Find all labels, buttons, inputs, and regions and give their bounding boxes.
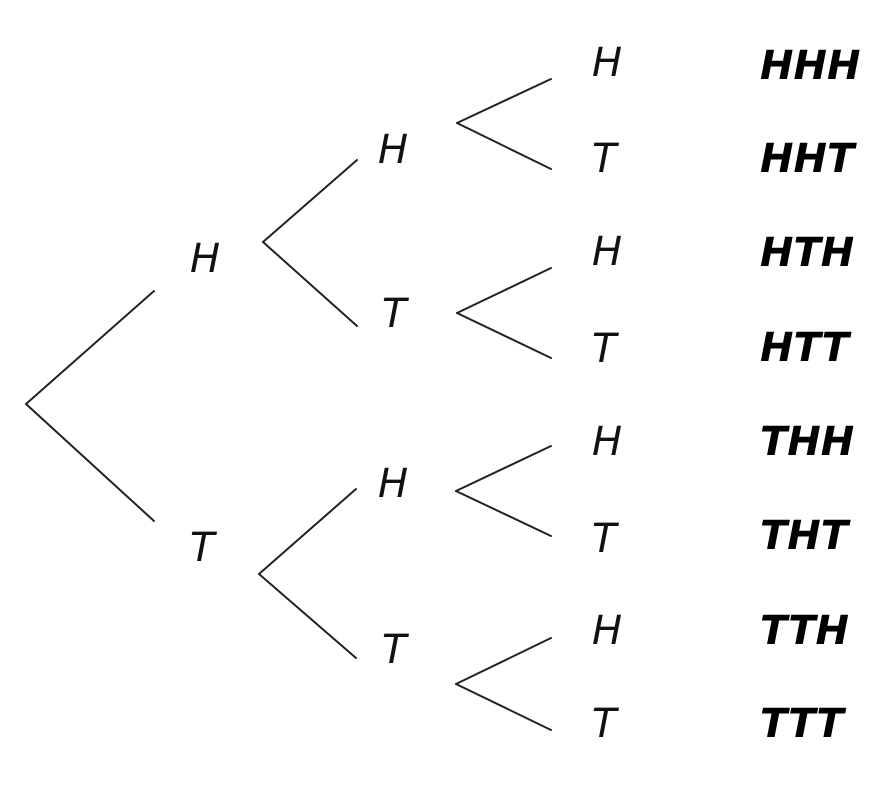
branch-ht-to-htt xyxy=(456,312,552,359)
level3-node-5: H xyxy=(592,419,622,465)
branch-tt-to-tth xyxy=(455,637,552,685)
branch-t-to-tt xyxy=(258,573,357,659)
branch-th-to-thh xyxy=(455,445,552,492)
level1-node-h: H xyxy=(190,236,220,282)
outcome-6: THT xyxy=(760,513,851,559)
level1-node-t: T xyxy=(190,525,218,571)
outcome-3: HTH xyxy=(760,230,854,276)
level2-node-tt: T xyxy=(382,627,410,673)
level2-node-ht: T xyxy=(382,291,410,337)
branch-root-to-h xyxy=(25,290,155,405)
level2-node-th: H xyxy=(378,461,408,507)
level3-node-8: T xyxy=(592,701,620,747)
level3-node-7: H xyxy=(592,608,622,654)
branch-ht-to-hth xyxy=(456,267,552,314)
branch-hh-to-hhh xyxy=(456,78,552,124)
branch-t-to-th xyxy=(258,488,357,575)
outcome-1: HHH xyxy=(760,43,860,89)
branch-hh-to-hht xyxy=(456,122,552,170)
branch-h-to-hh xyxy=(262,159,358,243)
outcome-7: TTH xyxy=(760,608,849,654)
level3-node-4: T xyxy=(592,326,620,372)
level2-node-hh: H xyxy=(378,127,408,173)
branch-root-to-t xyxy=(25,403,155,522)
level3-node-1: H xyxy=(592,40,622,86)
outcome-5: THH xyxy=(760,419,854,465)
outcome-4: HTT xyxy=(760,325,852,371)
level3-node-2: T xyxy=(592,136,620,182)
branch-h-to-ht xyxy=(262,241,358,327)
level3-node-6: T xyxy=(592,516,620,562)
branch-th-to-tht xyxy=(455,490,552,537)
branch-tt-to-ttt xyxy=(455,683,552,731)
level3-node-3: H xyxy=(592,229,622,275)
outcome-8: TTT xyxy=(760,701,846,747)
outcome-2: HHT xyxy=(760,136,857,182)
